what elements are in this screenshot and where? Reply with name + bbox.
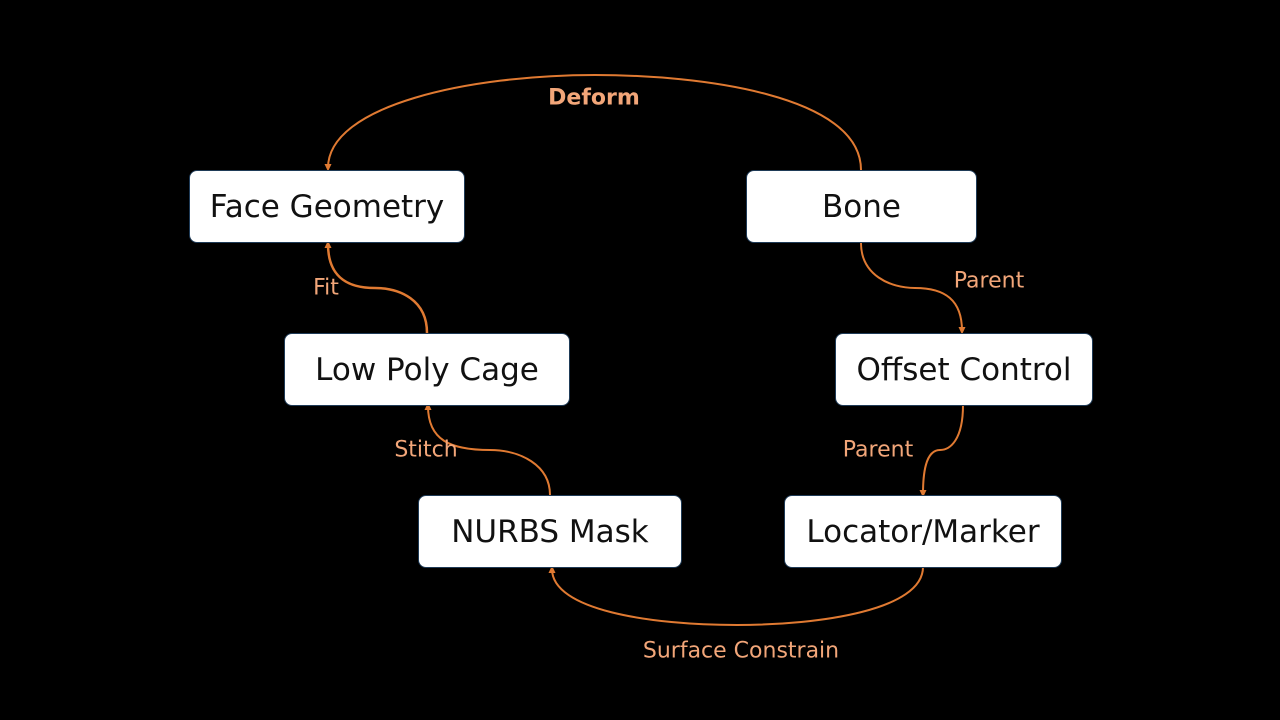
- edge-label-bone-offset-parent: Parent: [953, 268, 1025, 294]
- node-locator-marker: Locator/Marker: [784, 495, 1062, 568]
- node-offset-control-label: Offset Control: [856, 351, 1072, 388]
- node-face-geometry-label: Face Geometry: [209, 188, 445, 225]
- node-bone-label: Bone: [822, 188, 901, 225]
- edge-label-offset-locator-parent: Parent: [842, 437, 914, 463]
- edge-bone-offset-parent: [860, 242, 966, 335]
- node-bone: Bone: [746, 170, 977, 243]
- edge-label-stitch: Stitch: [394, 437, 458, 463]
- node-face-geometry: Face Geometry: [189, 170, 465, 243]
- node-locator-marker-label: Locator/Marker: [806, 513, 1040, 550]
- edge-fit: [324, 240, 429, 334]
- node-nurbs-mask: NURBS Mask: [418, 495, 682, 568]
- edge-surface-constrain: [548, 565, 924, 627]
- edge-stitch: [424, 402, 551, 496]
- edge-label-surface-constrain: Surface Constrain: [642, 638, 840, 664]
- node-low-poly-cage-label: Low Poly Cage: [315, 351, 539, 388]
- edge-offset-locator-parent: [919, 404, 964, 498]
- edge-label-deform: Deform: [548, 85, 640, 111]
- node-low-poly-cage: Low Poly Cage: [284, 333, 570, 406]
- edge-deform: [324, 73, 862, 172]
- node-nurbs-mask-label: NURBS Mask: [451, 513, 649, 550]
- edge-label-fit: Fit: [313, 275, 339, 301]
- node-offset-control: Offset Control: [835, 333, 1093, 406]
